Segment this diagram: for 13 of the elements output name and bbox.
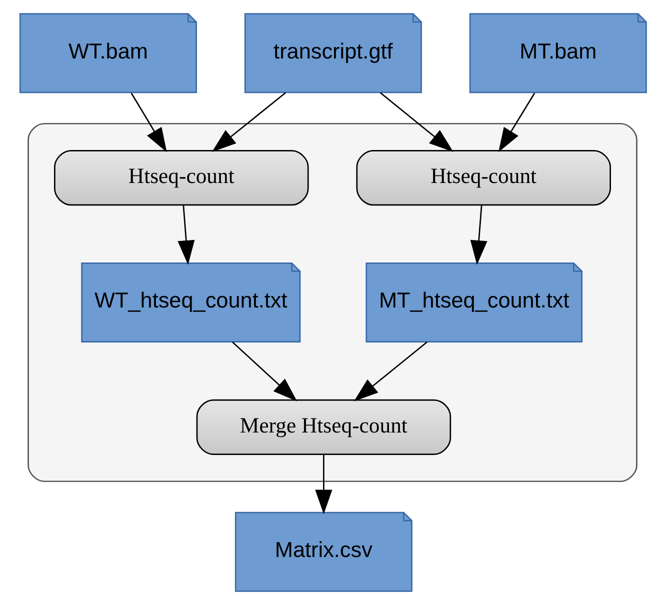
arrow bbox=[354, 342, 428, 402]
node-box: Htseq-count bbox=[356, 150, 611, 206]
arrow bbox=[498, 92, 536, 152]
cluster bbox=[28, 122, 638, 482]
arrow bbox=[212, 92, 286, 152]
node-box: Htseq-count bbox=[54, 150, 309, 206]
arrow bbox=[130, 92, 167, 152]
arrow bbox=[232, 342, 298, 402]
arrow bbox=[315, 454, 332, 514]
node-box: Merge Htseq-count bbox=[196, 399, 452, 455]
arrow bbox=[380, 92, 454, 152]
arrow bbox=[470, 205, 488, 265]
arrow bbox=[178, 205, 195, 265]
